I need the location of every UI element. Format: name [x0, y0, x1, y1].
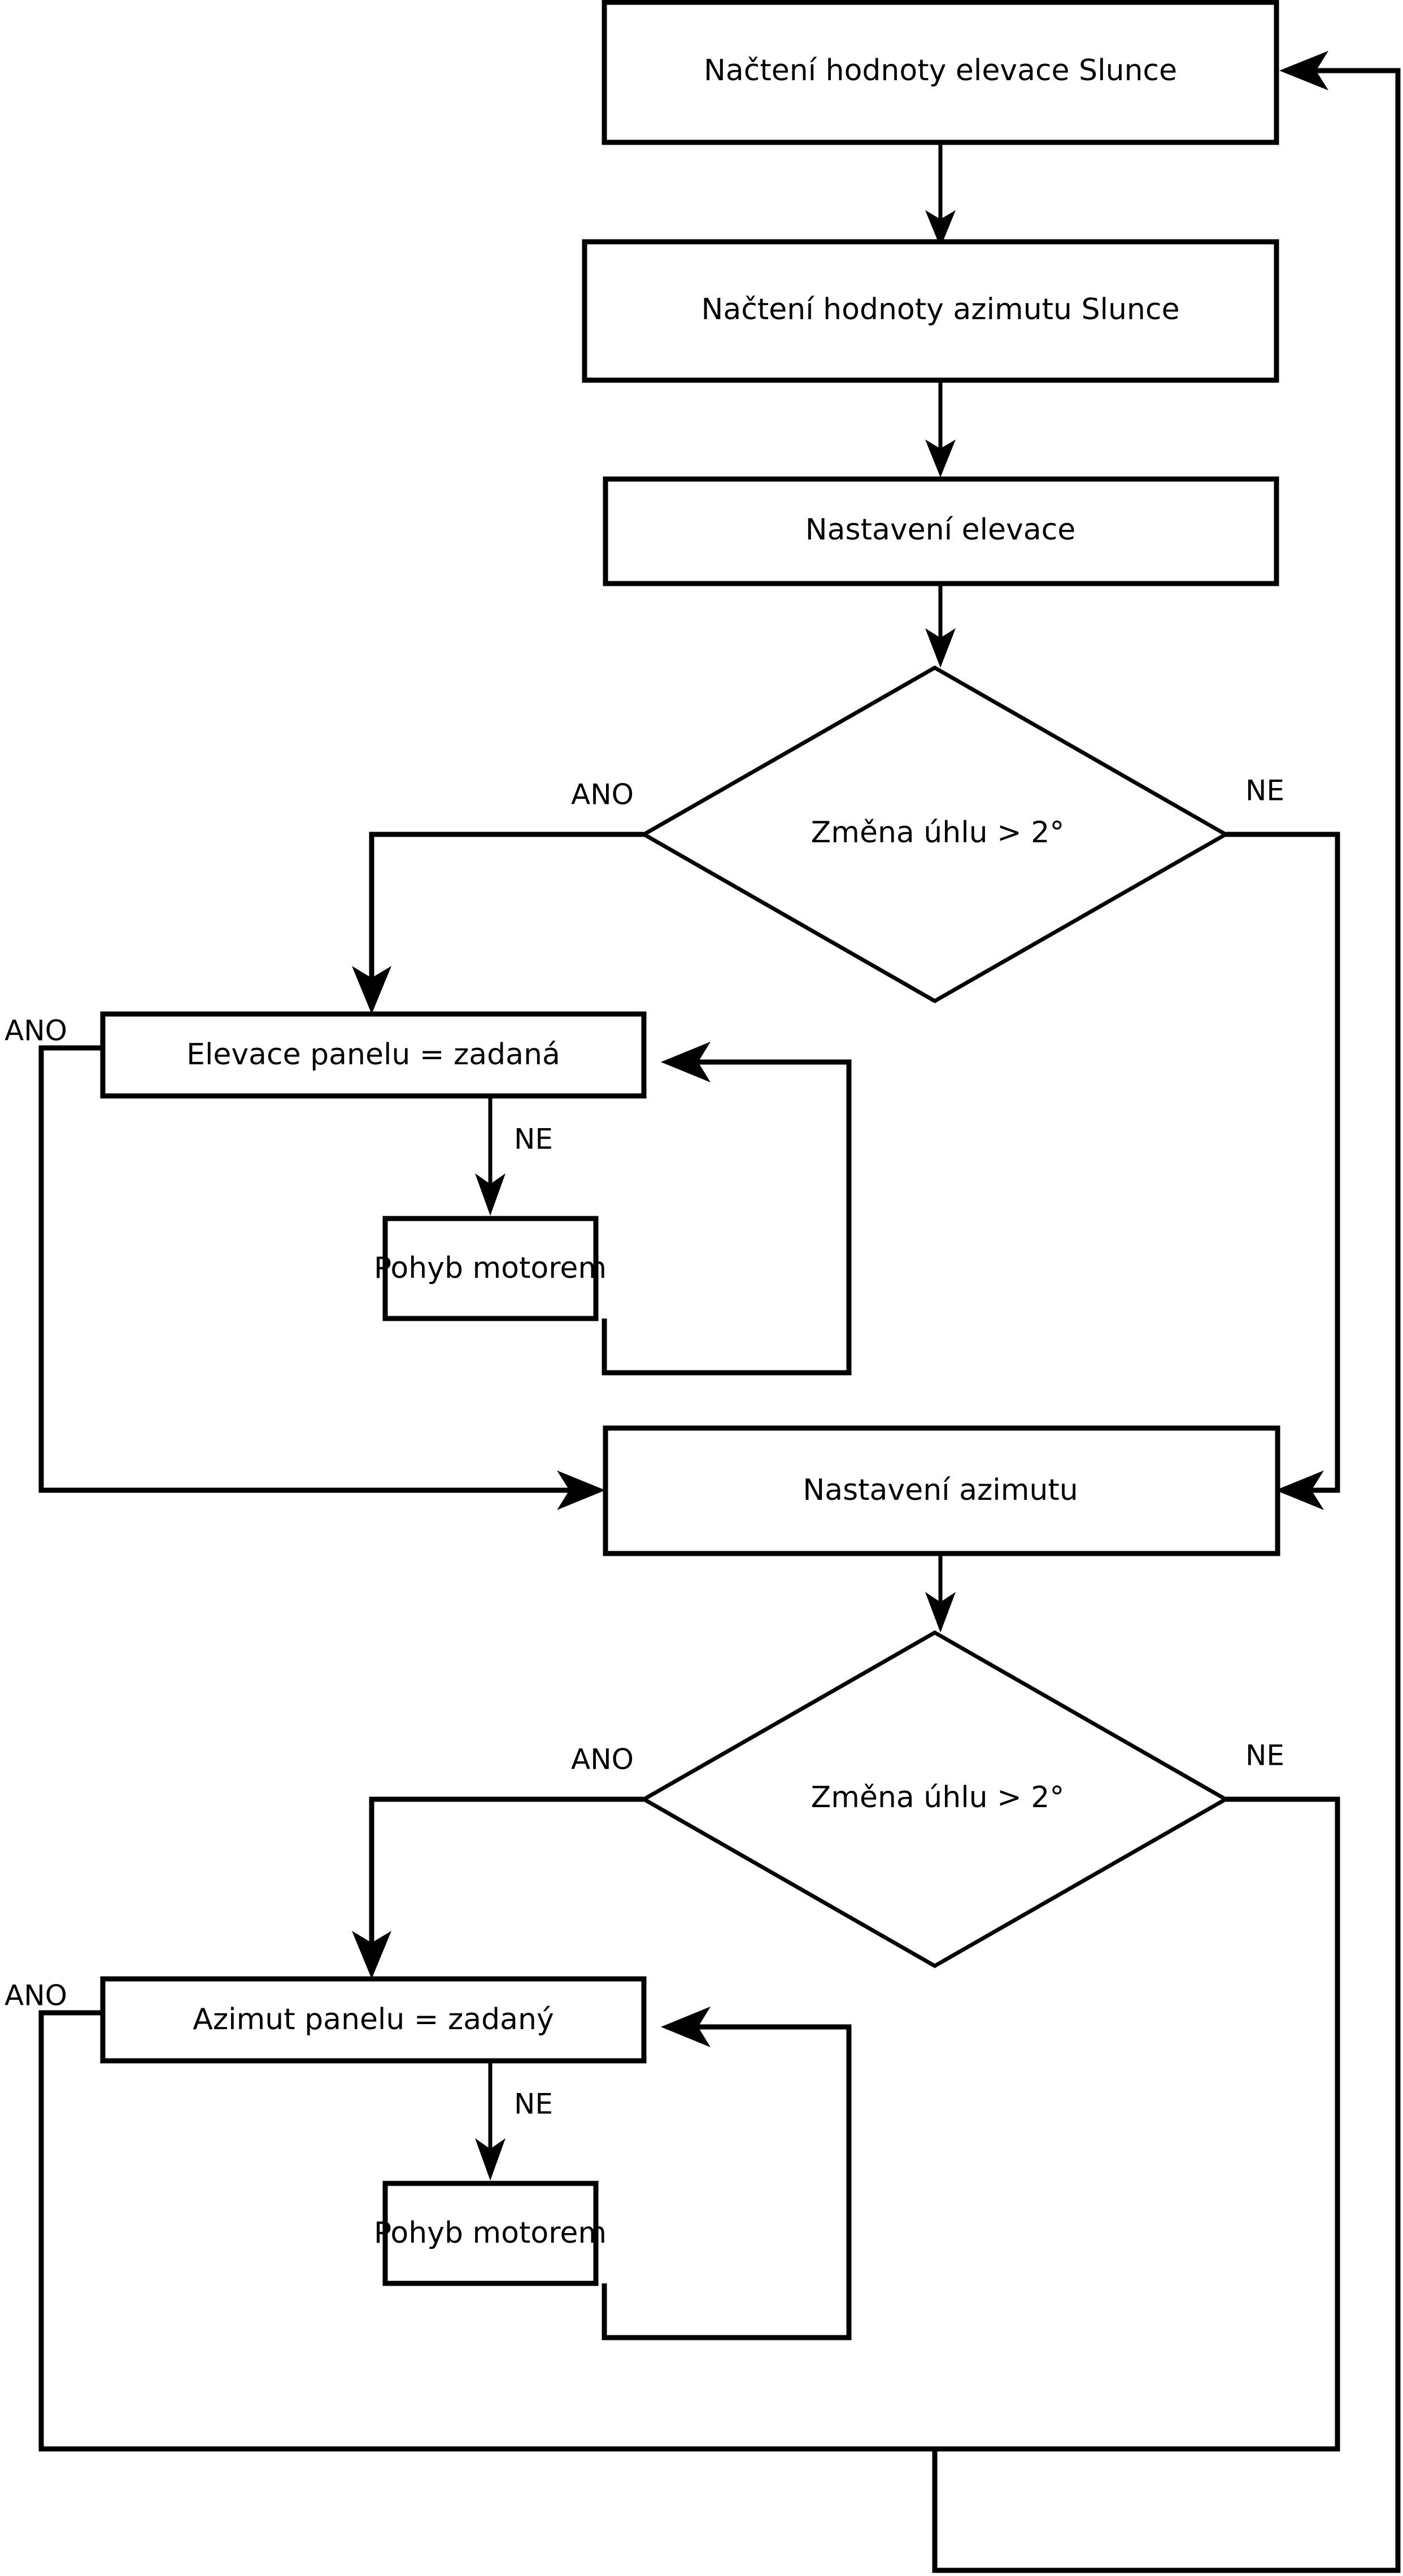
edge-decision-azimuth-no	[932, 51, 1401, 2573]
edge-label-azim-decision-yes: ANO	[571, 1743, 634, 1776]
node-motor-move-azimuth[interactable]: Pohyb motorem	[374, 2181, 607, 2286]
edge-motor-elevation-loopback	[602, 1042, 852, 1376]
edge-read-azimuth-to-set-elevation	[925, 380, 956, 477]
edge-label-azim-panel-no: NE	[514, 2088, 553, 2121]
edge-panel-elevation-yes	[38, 1045, 605, 1510]
node-set-elevation[interactable]: Nastavení elevace	[603, 476, 1279, 586]
node-read-elevation[interactable]: Načtení hodnoty elevace Slunce	[602, 0, 1279, 145]
edge-panel-elevation-no	[475, 1096, 506, 1216]
node-panel-azimuth-check-label: Azimut panelu = zadaný	[193, 2003, 554, 2037]
edge-set-elevation-to-decision	[925, 584, 956, 668]
edge-decision-elevation-yes	[352, 832, 644, 1014]
edge-panel-azimuth-no	[475, 2061, 506, 2181]
edge-motor-azimuth-loopback	[602, 2007, 852, 2340]
node-read-azimuth[interactable]: Načtení hodnoty azimutu Slunce	[582, 239, 1279, 383]
node-set-azimuth-label: Nastavení azimutu	[803, 1473, 1078, 1507]
edge-label-elev-panel-no: NE	[514, 1123, 553, 1156]
node-decision-elevation-label: Změna úhlu > 2°	[811, 816, 1065, 850]
node-set-elevation-label: Nastavení elevace	[805, 513, 1075, 547]
node-motor-move-elevation-label: Pohyb motorem	[374, 1251, 607, 1285]
edge-decision-elevation-no	[1226, 832, 1340, 1510]
edge-decision-azimuth-yes	[352, 1796, 644, 1979]
node-motor-move-azimuth-label: Pohyb motorem	[374, 2216, 607, 2250]
edge-panel-azimuth-yes	[38, 2010, 935, 2452]
node-decision-azimuth-label: Změna úhlu > 2°	[811, 1781, 1065, 1814]
node-decision-azimuth[interactable]: Změna úhlu > 2°	[639, 1630, 1230, 1969]
edge-label-azim-decision-no: NE	[1245, 1739, 1284, 1772]
edge-set-azimuth-to-decision	[925, 1554, 956, 1633]
edge-label-elev-decision-yes: ANO	[571, 778, 634, 811]
node-panel-elevation-check[interactable]: Elevace panelu = zadaná	[100, 1011, 647, 1099]
edge-label-azim-panel-yes: ANO	[5, 1979, 67, 2012]
node-decision-elevation[interactable]: Změna úhlu > 2°	[639, 665, 1230, 1004]
node-panel-azimuth-check[interactable]: Azimut panelu = zadaný	[100, 1976, 647, 2064]
node-motor-move-elevation[interactable]: Pohyb motorem	[374, 1216, 607, 1321]
node-set-azimuth[interactable]: Nastavení azimutu	[603, 1425, 1280, 1556]
edge-label-elev-decision-no: NE	[1245, 774, 1284, 807]
node-read-azimuth-label: Načtení hodnoty azimutu Slunce	[702, 293, 1180, 327]
edge-label-elev-panel-yes: ANO	[5, 1015, 67, 1047]
node-read-elevation-label: Načtení hodnoty elevace Slunce	[704, 54, 1177, 88]
edge-read-elevation-to-read-azimuth	[925, 142, 956, 247]
node-panel-elevation-check-label: Elevace panelu = zadaná	[186, 1038, 560, 1072]
